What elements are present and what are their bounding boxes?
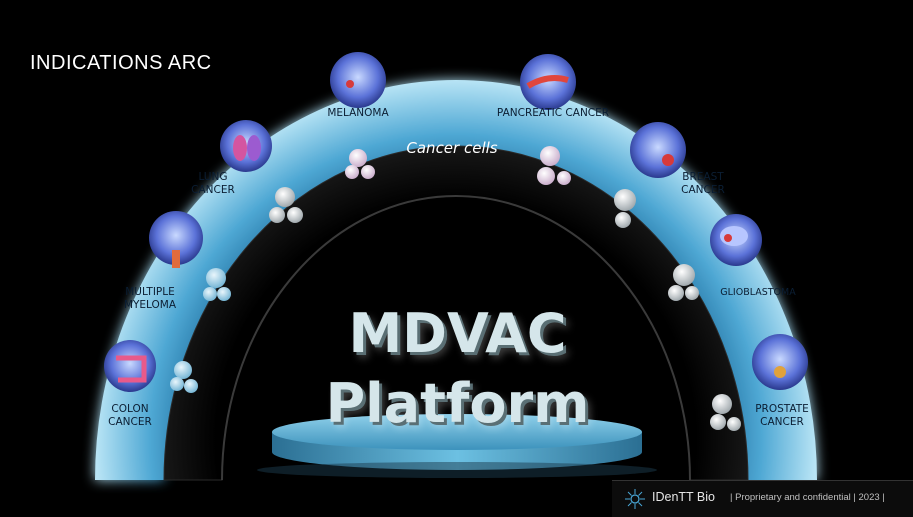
cancer-cells-label: Cancer cells [406, 139, 497, 157]
label-pancreatic: PANCREATIC CANCER [496, 107, 610, 119]
indication-icons [104, 52, 808, 392]
outer-arc-band [95, 80, 817, 480]
platform-pedestal [257, 414, 657, 478]
cell-cluster [203, 268, 231, 301]
platform-title-line2: Platform [325, 372, 590, 435]
company-logo-icon [625, 489, 645, 509]
cell-cluster [269, 187, 303, 223]
cell-cluster [170, 361, 198, 393]
prostate-icon [752, 334, 808, 390]
myeloma-icon [149, 211, 203, 268]
footer-brand: IDenTT Bio [652, 490, 715, 504]
cell-cluster [710, 394, 741, 431]
label-melanoma: MELANOMA [327, 107, 389, 119]
platform-title-line1: MDVAC [348, 302, 567, 365]
colon-icon [104, 340, 156, 392]
melanoma-icon [330, 52, 386, 108]
breast-icon [630, 122, 686, 178]
footer-bar: IDenTT Bio | Proprietary and confidentia… [612, 480, 913, 517]
cell-cluster [345, 149, 375, 179]
footer-confidential: | Proprietary and confidential | 2023 | [730, 492, 885, 503]
cell-cluster [668, 264, 699, 301]
slide-title: INDICATIONS ARC [30, 52, 212, 74]
pancreas-icon [520, 54, 576, 110]
cell-cluster [537, 146, 571, 185]
lung-icon [220, 120, 272, 172]
brain-icon [710, 214, 762, 266]
cell-cluster [614, 189, 636, 228]
label-glioblastoma: GLIOBLASTOMA [720, 287, 796, 298]
cancer-cell-clusters [170, 146, 741, 431]
